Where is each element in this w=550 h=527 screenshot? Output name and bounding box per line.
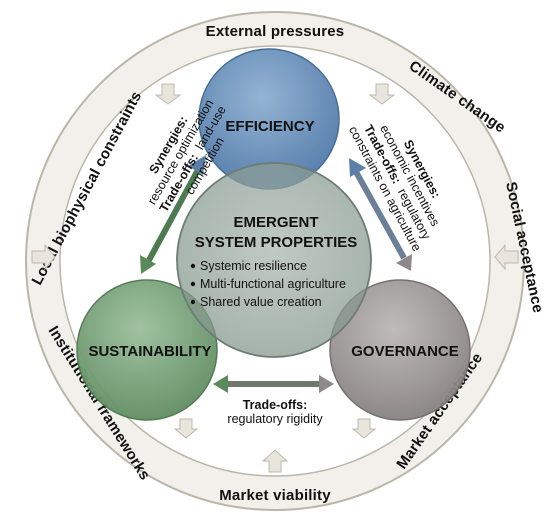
center-bullet-list: Systemic resilience Multi-functional agr…: [190, 259, 346, 309]
arrow-efficiency-governance: [349, 158, 412, 271]
pressure-arrow-right: [494, 243, 519, 271]
sustainability-governance-tradeoff-text: regulatory rigidity: [227, 412, 323, 426]
center-bullet: Shared value creation: [200, 295, 322, 309]
sustainability-label: SUSTAINABILITY: [88, 343, 211, 360]
efficiency-label: EFFICIENCY: [225, 118, 314, 135]
center-bullet: Systemic resilience: [200, 259, 307, 273]
arrow-efficiency-sustainability: [140, 155, 206, 274]
emergent-properties-circle: [176, 162, 372, 358]
center-title-line2: SYSTEM PROPERTIES: [195, 234, 358, 251]
ring-label-top: External pressures: [206, 23, 345, 40]
governance-label: GOVERNANCE: [351, 343, 459, 360]
sustainability-circle: [76, 279, 218, 421]
sustainability-governance-tradeoff-label: Trade-offs:: [243, 398, 308, 412]
pressure-arrow-bottom: [261, 449, 289, 473]
pressure-arrow-bottom-left: [173, 418, 199, 439]
pressure-arrow-top-right: [368, 83, 396, 105]
arrow-sustainability-governance: [213, 375, 334, 393]
pressure-arrow-left: [31, 243, 56, 271]
center-bullet: Multi-functional agriculture: [200, 277, 346, 291]
ring-label-bottom: Market viability: [219, 487, 331, 504]
pressure-arrow-bottom-right: [351, 418, 377, 439]
pressure-arrow-top-left: [154, 83, 182, 105]
center-title-line1: EMERGENT: [233, 214, 318, 231]
governance-circle: [329, 279, 471, 421]
